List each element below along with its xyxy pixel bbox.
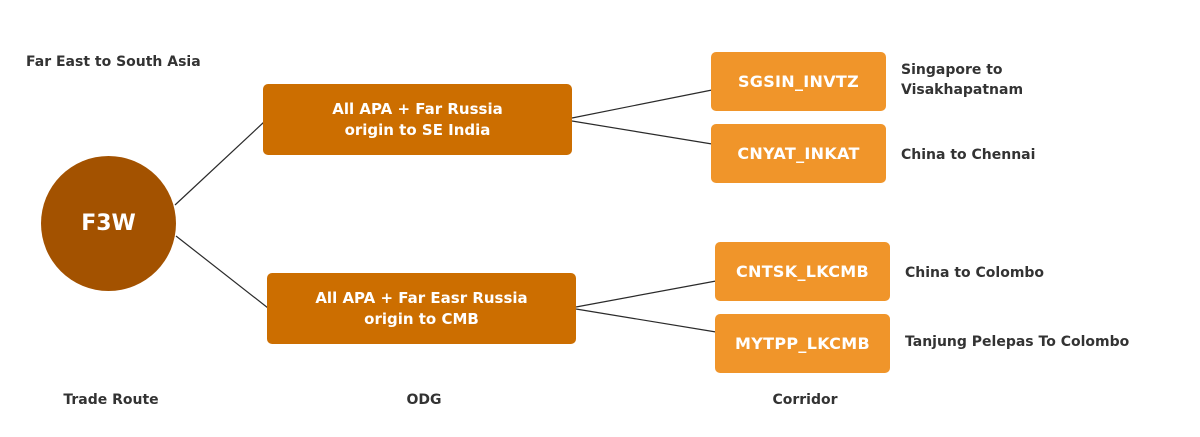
connector-root-odg-2 bbox=[175, 235, 269, 309]
column-label-odg: ODG bbox=[406, 392, 442, 408]
corridor-description-4: Tanjung Pelepas To Colombo bbox=[905, 334, 1130, 350]
corridor-description-2: China to Chennai bbox=[901, 147, 1036, 163]
odg-label-line1: All APA + Far Russia bbox=[332, 99, 503, 118]
odg-label-line2: origin to SE India bbox=[344, 120, 491, 139]
corridor-node-sgsin-invtz: SGSIN_INVTZ bbox=[711, 52, 886, 111]
odg-label-line2: origin to CMB bbox=[364, 309, 479, 328]
description-line2: Visakhapatnam bbox=[901, 82, 1024, 98]
connector-odg2-corridor-4 bbox=[575, 308, 717, 333]
corridor-node-mytpp-lkcmb: MYTPP_LKCMB bbox=[715, 314, 890, 373]
connector-odg1-corridor-2 bbox=[571, 120, 713, 145]
connector-odg1-corridor-1 bbox=[571, 89, 713, 119]
corridor-node-cntsk-lkcmb: CNTSK_LKCMB bbox=[715, 242, 890, 301]
corridor-description-1: Singapore to Visakhapatnam bbox=[901, 60, 1023, 100]
description-line1: Singapore to bbox=[901, 62, 1003, 78]
column-label-trade-route: Trade Route bbox=[63, 392, 159, 408]
odg-label-line1: All APA + Far Easr Russia bbox=[315, 288, 528, 307]
column-label-corridor: Corridor bbox=[772, 392, 838, 408]
corridor-description-3: China to Colombo bbox=[905, 265, 1045, 281]
connector-root-odg-1 bbox=[174, 121, 265, 206]
odg-node-cmb: All APA + Far Easr Russia origin to CMB bbox=[267, 273, 576, 344]
connector-odg2-corridor-3 bbox=[575, 280, 717, 308]
trade-route-node: F3W bbox=[41, 156, 176, 291]
diagram-heading: Far East to South Asia bbox=[26, 54, 201, 70]
odg-node-se-india: All APA + Far Russia origin to SE India bbox=[263, 84, 572, 155]
corridor-node-cnyat-inkat: CNYAT_INKAT bbox=[711, 124, 886, 183]
